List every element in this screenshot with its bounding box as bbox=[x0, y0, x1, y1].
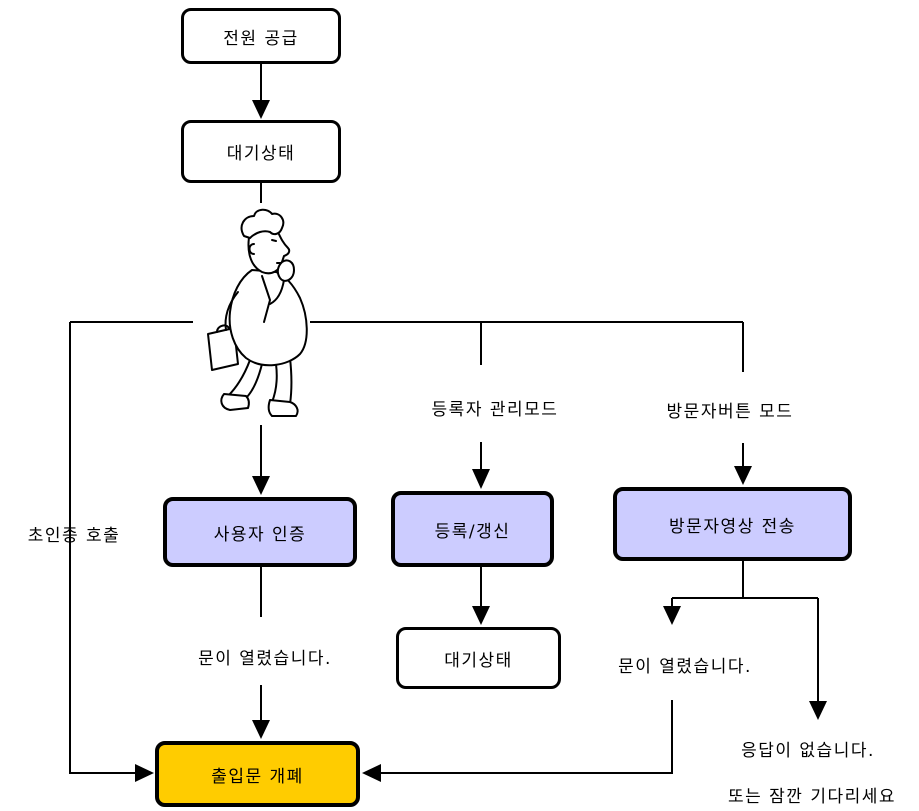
arrowhead-icon bbox=[135, 764, 154, 782]
standby-node-top: 대기상태 bbox=[181, 120, 341, 183]
door-opened-label-left: 문이 열렸습니다. bbox=[198, 649, 332, 669]
edge-doorbell-to-door bbox=[69, 322, 137, 774]
node-label: 사용자 인증 bbox=[213, 524, 307, 545]
registrant-mode-label: 등록자 관리모드 bbox=[431, 400, 559, 420]
arrowhead-icon bbox=[252, 100, 270, 119]
edge-visitor-door-opened-to-door bbox=[381, 700, 673, 774]
no-response-label: 응답이 없습니다. bbox=[741, 741, 875, 761]
arrowhead-icon bbox=[809, 701, 827, 720]
doorbell-call-label: 초인종 호출 bbox=[27, 526, 121, 546]
register-update-node: 등록/갱신 bbox=[391, 491, 554, 567]
arrowhead-icon bbox=[472, 469, 490, 489]
node-label: 대기상태 bbox=[226, 144, 296, 164]
door-opened-label-right: 문이 열렸습니다. bbox=[618, 657, 752, 677]
arrowhead-icon bbox=[252, 476, 270, 495]
arrowhead-icon bbox=[252, 720, 270, 739]
arrowhead-icon bbox=[362, 764, 381, 782]
standby-node-bottom: 대기상태 bbox=[396, 627, 561, 689]
arrowhead-icon bbox=[734, 466, 752, 485]
please-wait-label: 또는 잠깐 기다리세요 bbox=[727, 787, 897, 807]
node-label: 출입문 개폐 bbox=[211, 766, 304, 787]
arrowhead-icon bbox=[663, 606, 681, 625]
node-label: 방문자영상 전송 bbox=[669, 516, 796, 537]
visitor-button-mode-label: 방문자버튼 모드 bbox=[666, 402, 794, 422]
visitor-video-node: 방문자영상 전송 bbox=[613, 487, 852, 561]
node-label: 전원 공급 bbox=[223, 28, 299, 49]
node-label: 등록/갱신 bbox=[434, 521, 511, 542]
thinking-man-icon bbox=[207, 208, 308, 417]
door-open-close-node: 출입문 개폐 bbox=[155, 741, 360, 807]
arrowhead-icon bbox=[472, 606, 490, 625]
power-supply-node: 전원 공급 bbox=[181, 8, 341, 64]
node-label: 대기상태 bbox=[444, 650, 513, 671]
user-auth-node: 사용자 인증 bbox=[163, 497, 357, 567]
